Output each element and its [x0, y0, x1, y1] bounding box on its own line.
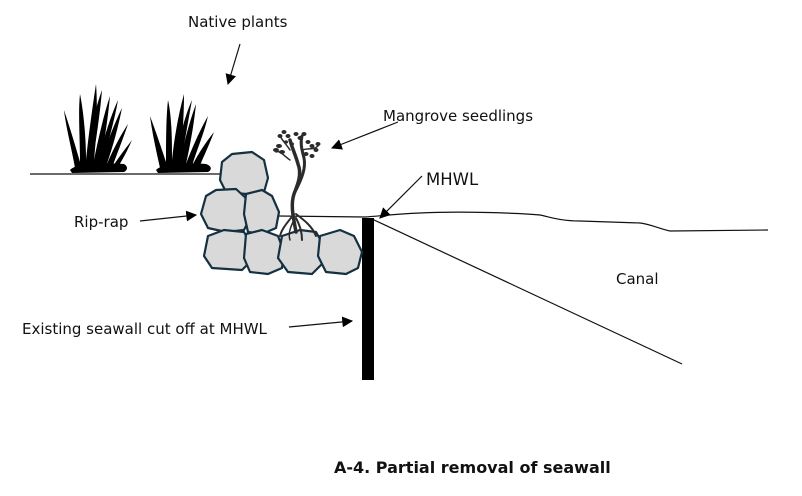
canal-label: Canal	[616, 270, 659, 288]
native-grass-clump-right	[150, 94, 214, 173]
mhwl-arrow	[379, 175, 423, 219]
rip-rap-boulders	[199, 150, 364, 276]
native-plants-arrow	[225, 43, 241, 86]
figure-title: A-4. Partial removal of seawall	[334, 458, 611, 477]
native-plants-label: Native plants	[188, 13, 288, 31]
canal-slope-line	[371, 218, 683, 365]
rip-rap-label: Rip-rap	[74, 213, 128, 231]
water-surface-line	[277, 211, 769, 232]
mangrove-seedlings-arrow	[330, 121, 399, 150]
boulder	[199, 187, 252, 234]
seawall	[362, 218, 374, 380]
boulder	[218, 150, 270, 196]
boulder	[316, 228, 364, 276]
boulder	[242, 188, 281, 236]
seawall-arrow	[288, 316, 354, 328]
rip-rap-arrow	[139, 210, 198, 222]
boulder	[242, 228, 286, 276]
mangrove-seedling	[273, 130, 321, 241]
mhwl-label: MHWL	[426, 170, 479, 189]
mangrove-seedlings-label: Mangrove seedlings	[383, 107, 533, 125]
native-grass-clump-left	[64, 84, 132, 173]
seawall-label: Existing seawall cut off at MHWL	[22, 320, 268, 338]
